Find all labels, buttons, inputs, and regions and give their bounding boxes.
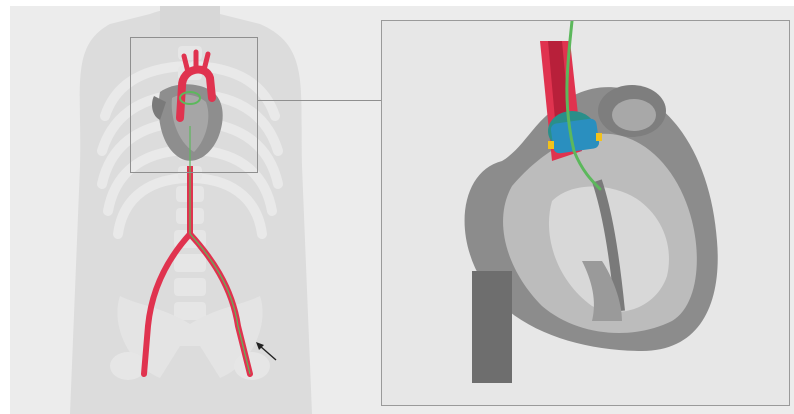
vena-cava [472,271,512,383]
heart-cross-section [382,21,790,406]
neck [160,6,220,36]
zoom-connector-line [258,100,381,101]
zoom-inset-frame [130,37,258,173]
hip-joint-left [110,352,146,380]
heart-detail-panel [381,20,790,406]
left-atrium-inner [612,99,656,131]
